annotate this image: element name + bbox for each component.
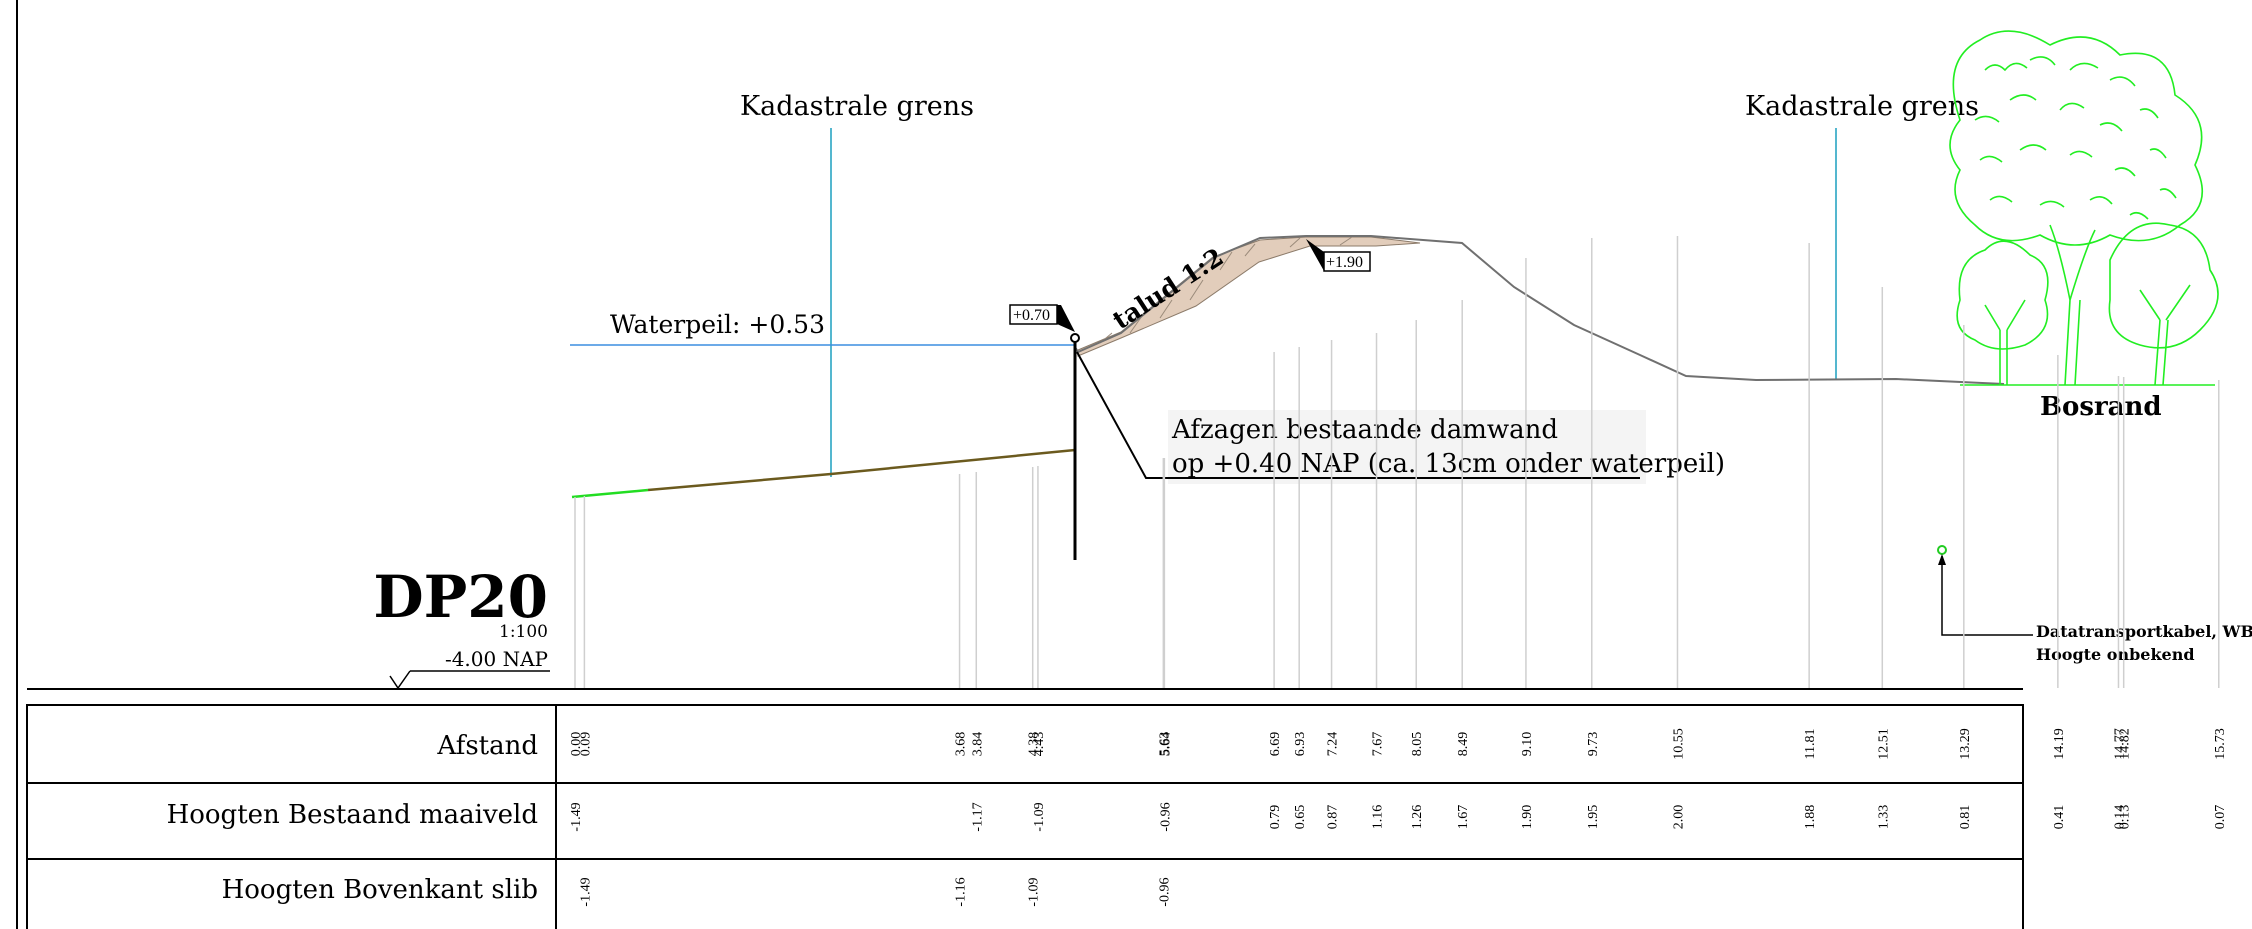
profile-name: DP20	[373, 563, 548, 631]
forest-edge-label: Bosrand	[2040, 392, 2162, 422]
slib-values: -1.49 -1.16 -1.09 -0.96	[578, 877, 1172, 906]
afstand-value: 3.68	[954, 732, 969, 757]
afstand-value: 7.24	[1326, 732, 1341, 757]
maaiveld-value: 1.95	[1586, 805, 1601, 830]
afstand-value: 14.82	[2118, 728, 2133, 760]
afstand-value: 4.43	[1032, 732, 1047, 757]
afstand-value: 13.29	[1958, 728, 1973, 760]
maaiveld-value: -1.49	[569, 802, 584, 831]
afstand-value: 9.10	[1520, 732, 1535, 757]
level-label-dike-top: +1.90	[1326, 254, 1363, 271]
afstand-value: 7.67	[1371, 732, 1386, 757]
bank-line-mud	[647, 448, 1076, 492]
afstand-value: 9.73	[1586, 732, 1601, 757]
row-label-slib: Hoogten Bovenkant slib	[222, 875, 538, 905]
station-lines	[574, 236, 2220, 688]
row-label-afstand: Afstand	[436, 731, 538, 761]
cable-marker	[1937, 545, 1947, 555]
sheet-pile-head	[1070, 333, 1080, 343]
data-table-frame	[26, 704, 2024, 929]
maaiveld-value: 1.88	[1803, 805, 1818, 830]
afstand-value: 10.55	[1671, 728, 1686, 760]
maaiveld-value: 0.14	[2112, 805, 2127, 830]
maaiveld-value: 1.67	[1456, 805, 1471, 830]
note-background	[1168, 410, 1646, 484]
afstand-value: 8.49	[1456, 732, 1471, 757]
slib-value: -1.09	[1027, 877, 1042, 906]
level-pointer-190	[1306, 239, 1324, 271]
afstand-value: 15.73	[2213, 728, 2228, 760]
maaiveld-values: -1.49 -1.17 -1.09 -0.96 0.79 0.65 0.87 1.16 1.26…	[569, 802, 2228, 831]
afstand-value: 12.51	[1876, 728, 1891, 760]
slib-value: -1.16	[954, 877, 969, 906]
maaiveld-value: 0.41	[2052, 805, 2067, 830]
maaiveld-value: -1.17	[970, 802, 985, 831]
maaiveld-value: 0.65	[1293, 805, 1308, 830]
slib-value: -1.49	[578, 877, 593, 906]
afstand-value: 6.93	[1293, 732, 1308, 757]
cadastral-label-right: Kadastrale grens	[1745, 91, 1979, 122]
slib-value: -0.96	[1157, 877, 1172, 906]
note-leader	[1076, 351, 1640, 479]
water-level-label: Waterpeil: +0.53	[610, 310, 825, 339]
cadastral-label-left: Kadastrale grens	[740, 91, 974, 122]
afstand-value: 8.05	[1410, 732, 1425, 757]
afstand-value: 5.63	[1157, 732, 1172, 757]
afstand-value: 0.00	[569, 732, 584, 757]
maaiveld-value: 0.13	[2118, 805, 2133, 830]
cable-leader	[1941, 556, 2033, 636]
maaiveld-value: 0.79	[1268, 805, 1283, 830]
trees-drawing	[1949, 30, 2219, 386]
afstand-value: 4.38	[1027, 732, 1042, 757]
level-pointer-070	[1057, 305, 1075, 332]
ground-profile-line	[1074, 235, 2005, 385]
maaiveld-value: 1.16	[1371, 805, 1386, 830]
row-label-maaiveld: Hoogten Bestaand maaiveld	[167, 800, 538, 830]
afstand-value: 14.77	[2112, 728, 2127, 760]
maaiveld-value: 1.33	[1876, 805, 1891, 830]
maaiveld-value: -1.09	[1032, 802, 1047, 831]
profile-scale: 1:100	[499, 622, 548, 642]
cable-label-line-2: Hoogte onbekend	[2036, 645, 2195, 664]
afstand-value: 14.19	[2052, 728, 2067, 760]
afstand-value: 11.81	[1803, 729, 1818, 760]
afstand-value: 5.64	[1158, 732, 1173, 757]
afstand-value: 0.09	[578, 732, 593, 757]
note-line-1: Afzagen bestaande damwand	[1171, 415, 1558, 445]
maaiveld-value: 1.90	[1520, 805, 1535, 830]
reference-level: -4.00 NAP	[445, 647, 548, 671]
afstand-value: 3.84	[970, 732, 985, 757]
maaiveld-value: 1.26	[1410, 805, 1425, 830]
maaiveld-value: -0.96	[1158, 802, 1173, 831]
reference-marker	[389, 670, 411, 690]
maaiveld-value: 0.87	[1326, 805, 1341, 830]
cable-label-line-1: Datatransportkabel, WBG	[2036, 622, 2252, 641]
bank-line-green	[571, 488, 649, 499]
afstand-value: 6.69	[1268, 732, 1283, 757]
cable-arrow	[1938, 554, 1946, 565]
maaiveld-value: 0.07	[2213, 805, 2228, 830]
maaiveld-value: 0.81	[1958, 805, 1973, 830]
level-label-sheetpile: +0.70	[1013, 307, 1050, 324]
maaiveld-value: 2.00	[1671, 805, 1686, 830]
note-line-2: op +0.40 NAP (ca. 13cm onder waterpeil)	[1172, 449, 1725, 479]
